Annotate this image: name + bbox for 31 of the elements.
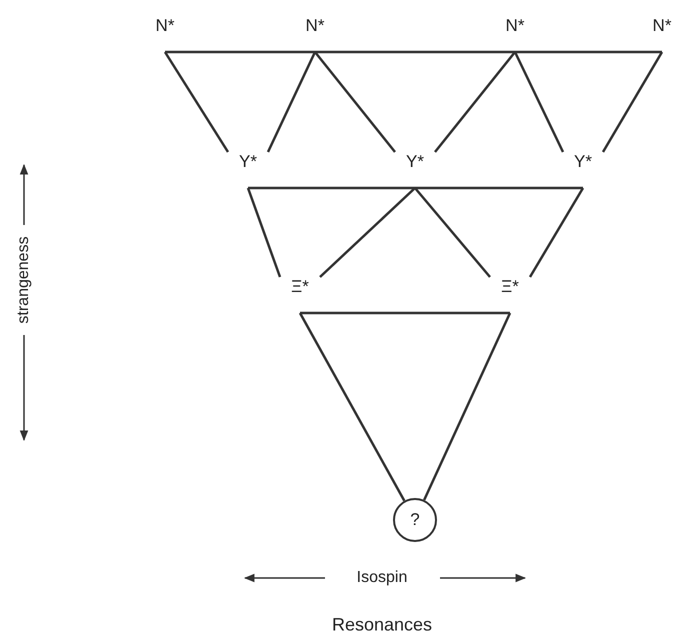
particle-label: Y*	[238, 152, 258, 172]
axis-label: Isospin	[356, 569, 408, 587]
particle-label: N*	[304, 16, 326, 36]
caption: Resonances	[332, 614, 432, 636]
connector-line	[314, 51, 396, 153]
particle-label: Ξ*	[500, 277, 520, 297]
connector-line	[164, 51, 230, 153]
connector-line	[248, 186, 415, 190]
axis-label: strangeness	[15, 236, 33, 324]
connector-line	[415, 186, 583, 190]
connector-line	[414, 187, 491, 278]
connector-line	[515, 50, 662, 54]
connector-line	[266, 51, 316, 153]
particle-label: Ξ*	[290, 277, 310, 297]
connector-line	[423, 312, 512, 501]
circle-node: ?	[393, 498, 437, 542]
connector-line	[246, 188, 282, 278]
particle-label: N*	[504, 16, 526, 36]
particle-label: N*	[652, 16, 672, 36]
particle-label: Y*	[405, 152, 425, 172]
connector-line	[300, 312, 510, 314]
particle-label: N*	[154, 16, 176, 36]
connector-line	[315, 50, 515, 54]
connector-line	[434, 51, 516, 153]
connector-line	[298, 312, 406, 502]
particle-label: Y*	[573, 152, 593, 172]
connector-line	[165, 50, 315, 54]
connector-line	[514, 51, 564, 153]
connector-line	[602, 51, 664, 153]
connector-line	[319, 187, 416, 278]
connector-line	[528, 187, 584, 278]
